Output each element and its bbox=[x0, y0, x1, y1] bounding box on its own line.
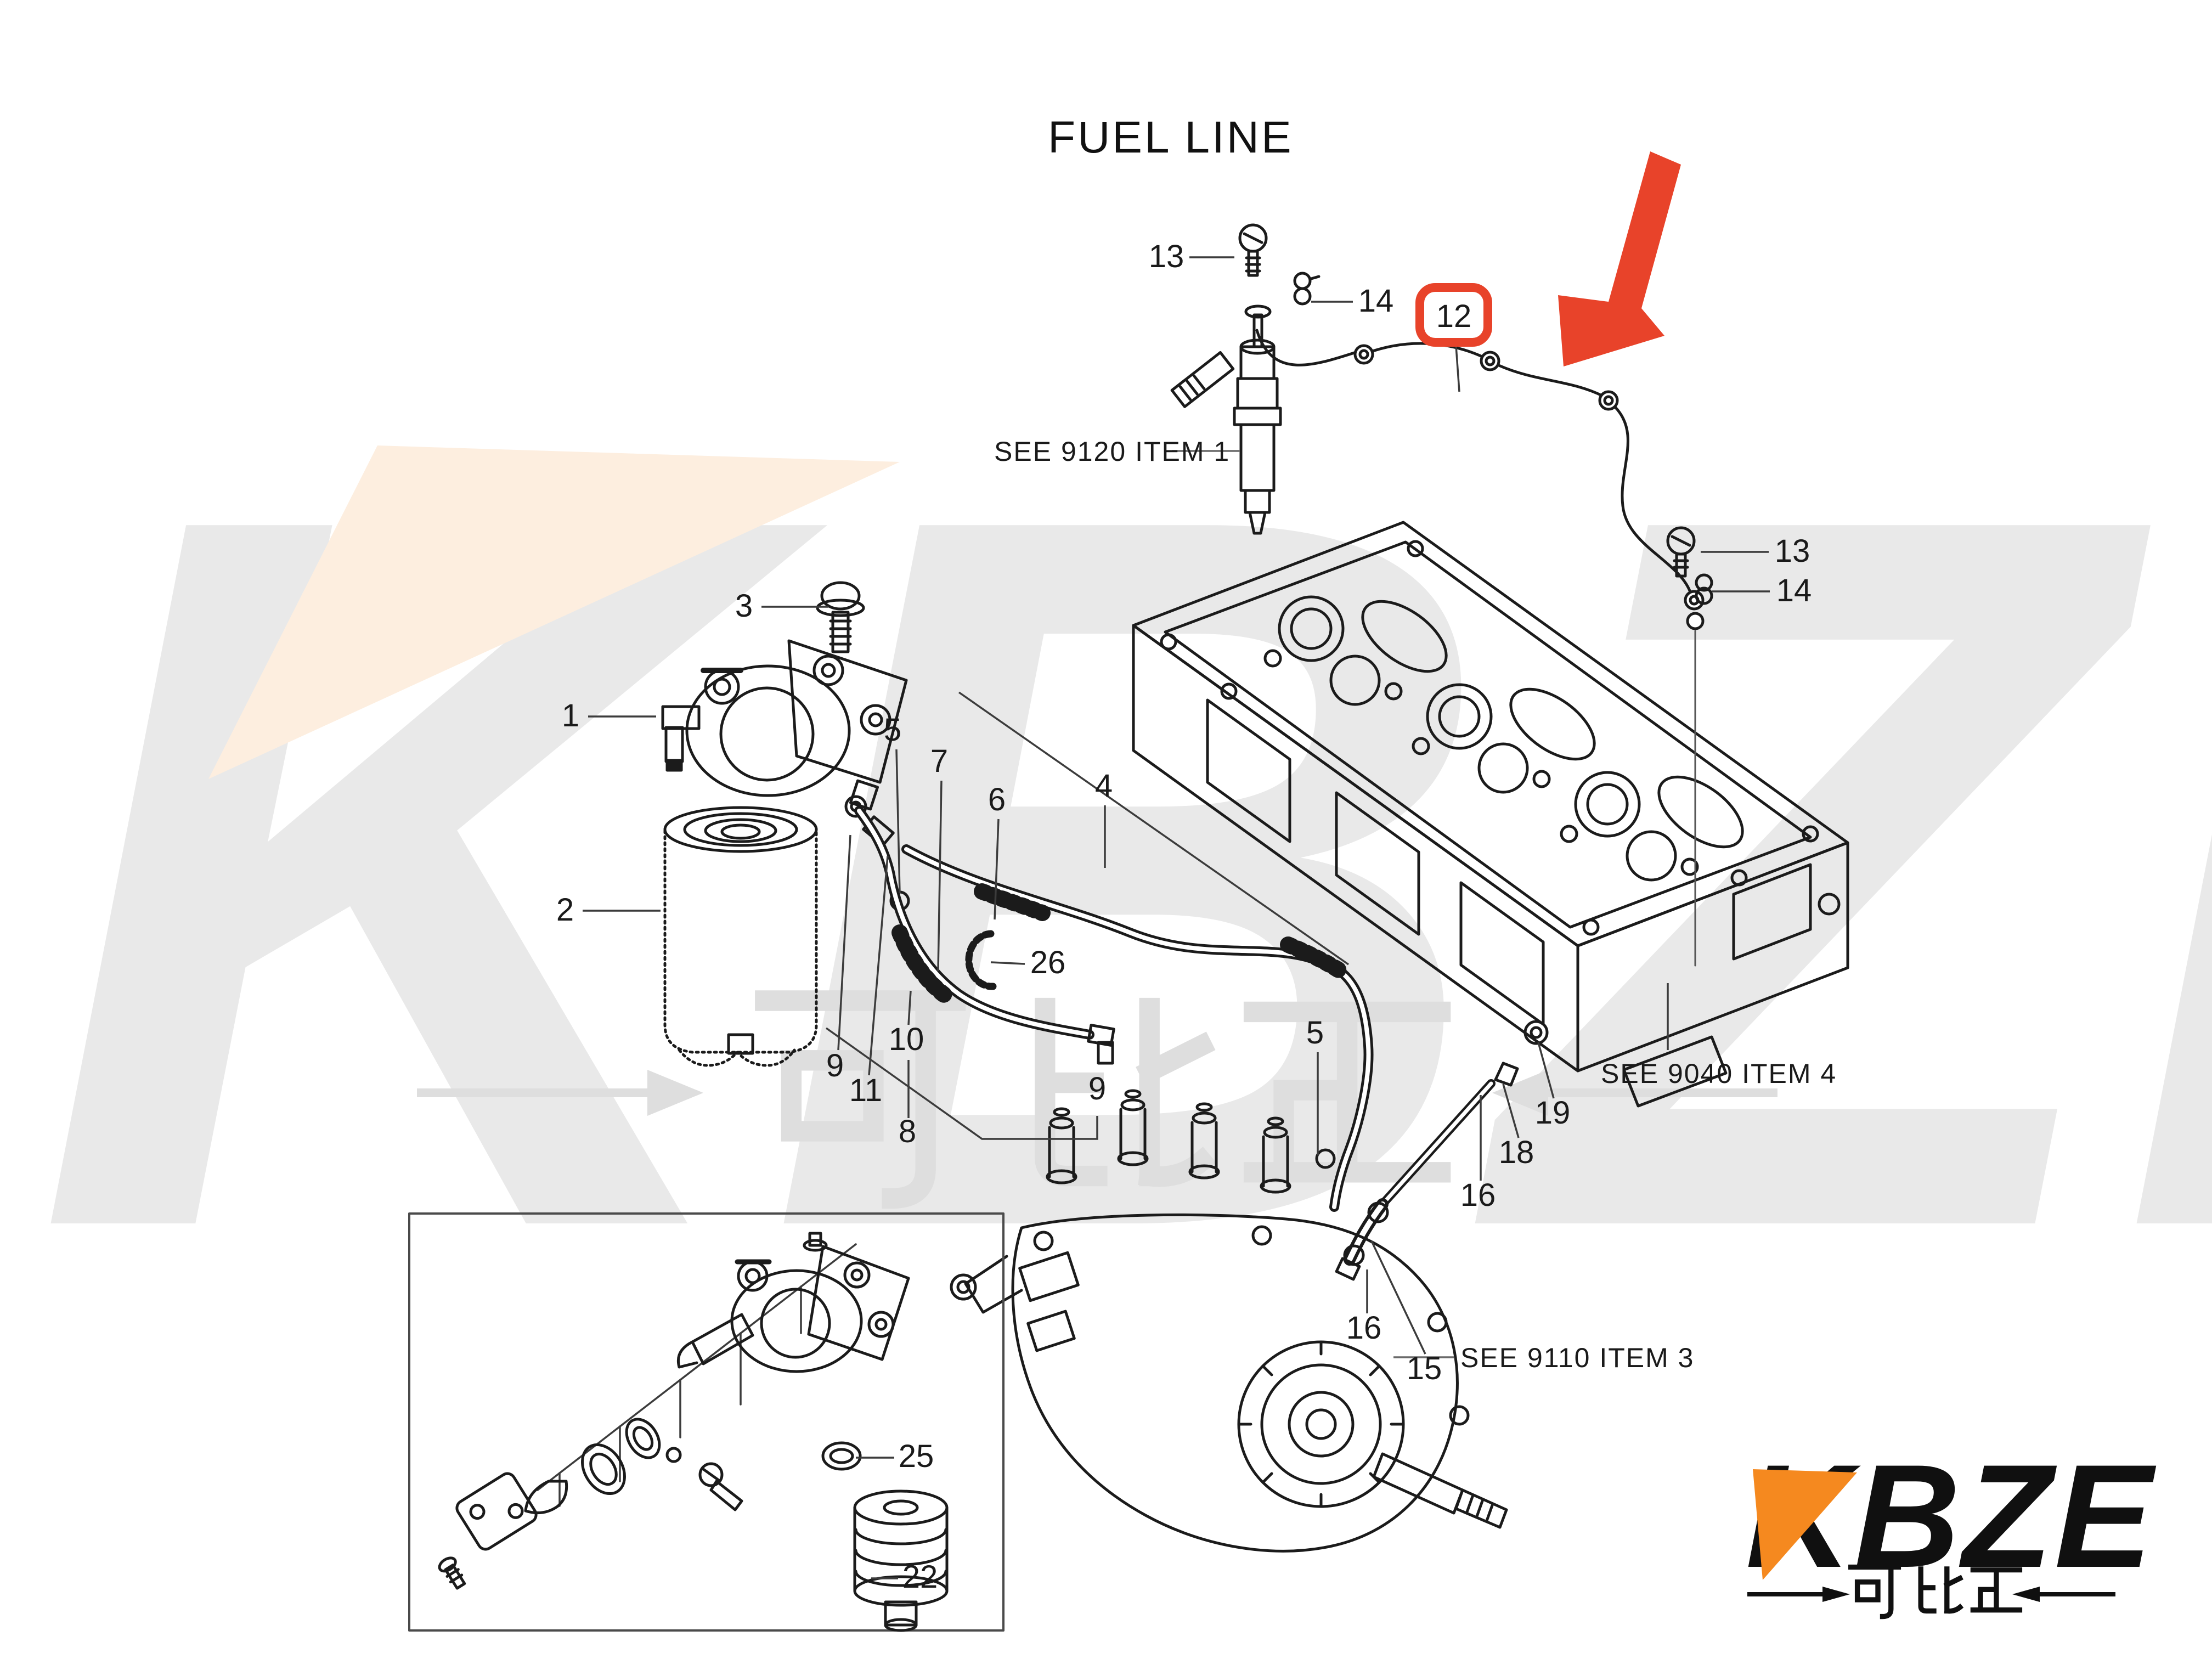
callout-7: 7 bbox=[930, 743, 948, 779]
logo-left-arrow-icon bbox=[1747, 1587, 1850, 1602]
filter-element-22-drawing bbox=[853, 1489, 949, 1632]
bolt-3-drawing bbox=[816, 581, 865, 653]
callout-22: 22 bbox=[902, 1559, 938, 1595]
filter-head-drawing bbox=[661, 639, 908, 811]
see-ref-9040: SEE 9040 ITEM 4 bbox=[1601, 1058, 1837, 1089]
callout-4: 4 bbox=[1095, 768, 1113, 804]
watermark-wedge-shape bbox=[208, 445, 900, 779]
callout-25: 25 bbox=[899, 1438, 934, 1474]
callout-19: 19 bbox=[1535, 1095, 1571, 1131]
clamp-14-top-drawing bbox=[1293, 272, 1321, 306]
callout-9-left: 9 bbox=[826, 1048, 844, 1084]
logo-right-arrow-icon bbox=[2012, 1587, 2115, 1602]
callout-16-upper: 16 bbox=[1460, 1177, 1496, 1213]
see-ref-9110: SEE 9110 ITEM 3 bbox=[1460, 1342, 1694, 1373]
hose-8-drawing bbox=[844, 795, 1115, 1065]
see-ref-9120: SEE 9120 ITEM 1 bbox=[994, 436, 1230, 467]
callout-8: 8 bbox=[899, 1114, 916, 1149]
cylinder-head-drawing bbox=[1132, 521, 1849, 1108]
diagram-linework bbox=[408, 223, 1849, 1632]
callout-labels: 13 14 13 14 3 1 5 7 6 4 26 2 9 11 10 8 9… bbox=[556, 239, 1812, 1595]
injector-drawing bbox=[1170, 304, 1282, 535]
fuel-line-12-drawing bbox=[1255, 329, 1705, 967]
highlight-box-12 bbox=[1415, 283, 1492, 347]
pump-delivery-valves bbox=[1046, 1089, 1291, 1194]
callout-14-right: 14 bbox=[1776, 573, 1812, 608]
injection-pump-drawing bbox=[950, 1089, 1508, 1553]
callout-5-upper: 5 bbox=[884, 712, 901, 748]
filter-cartridge-drawing bbox=[663, 806, 818, 1067]
callout-14-top: 14 bbox=[1358, 283, 1394, 319]
bolt-13-top-drawing bbox=[1238, 223, 1268, 277]
highlight-group: 12 bbox=[1415, 151, 1681, 366]
callout-18: 18 bbox=[1499, 1135, 1534, 1170]
see-reference-labels: SEE 9120 ITEM 1 SEE 9040 ITEM 4 SEE 9110… bbox=[994, 436, 1837, 1373]
head-ports bbox=[1160, 540, 1819, 936]
watermark: KBZE bbox=[33, 305, 2212, 1439]
brand-logo: KBZE bbox=[1746, 1434, 2155, 1617]
callout-3: 3 bbox=[735, 588, 753, 624]
callout-10: 10 bbox=[889, 1022, 924, 1057]
callout-13-right: 13 bbox=[1775, 533, 1810, 569]
callout-13-top: 13 bbox=[1149, 239, 1184, 274]
callout-2: 2 bbox=[556, 892, 574, 928]
logo-orange-wedge-icon bbox=[1753, 1469, 1857, 1580]
watermark-brand-text: KBZE bbox=[33, 305, 2212, 1439]
callout-16-lower: 16 bbox=[1346, 1310, 1382, 1346]
bolt-13-right-drawing bbox=[1666, 526, 1696, 578]
callout-15: 15 bbox=[1407, 1351, 1442, 1386]
page-title: FUEL LINE bbox=[1048, 112, 1294, 162]
callout-12-highlighted: 12 bbox=[1436, 298, 1472, 334]
callout-1: 1 bbox=[562, 698, 579, 733]
watermark-right-arrow-icon bbox=[1492, 1070, 1778, 1116]
callout-6: 6 bbox=[988, 782, 1006, 817]
callout-5-lower: 5 bbox=[1306, 1015, 1324, 1051]
callout-9-right: 9 bbox=[1088, 1071, 1106, 1107]
inset-box-drawing bbox=[408, 1212, 1005, 1632]
return-pipe-15-drawing bbox=[1335, 1020, 1549, 1281]
callout-11: 11 bbox=[849, 1073, 882, 1108]
clip-26-drawing bbox=[965, 930, 997, 990]
clamp-14-right-drawing bbox=[1695, 573, 1713, 605]
watermark-left-arrow-icon bbox=[417, 1070, 703, 1116]
leader-lines bbox=[583, 256, 1770, 1579]
red-arrow-icon bbox=[1558, 151, 1681, 366]
callout-26: 26 bbox=[1030, 945, 1066, 980]
